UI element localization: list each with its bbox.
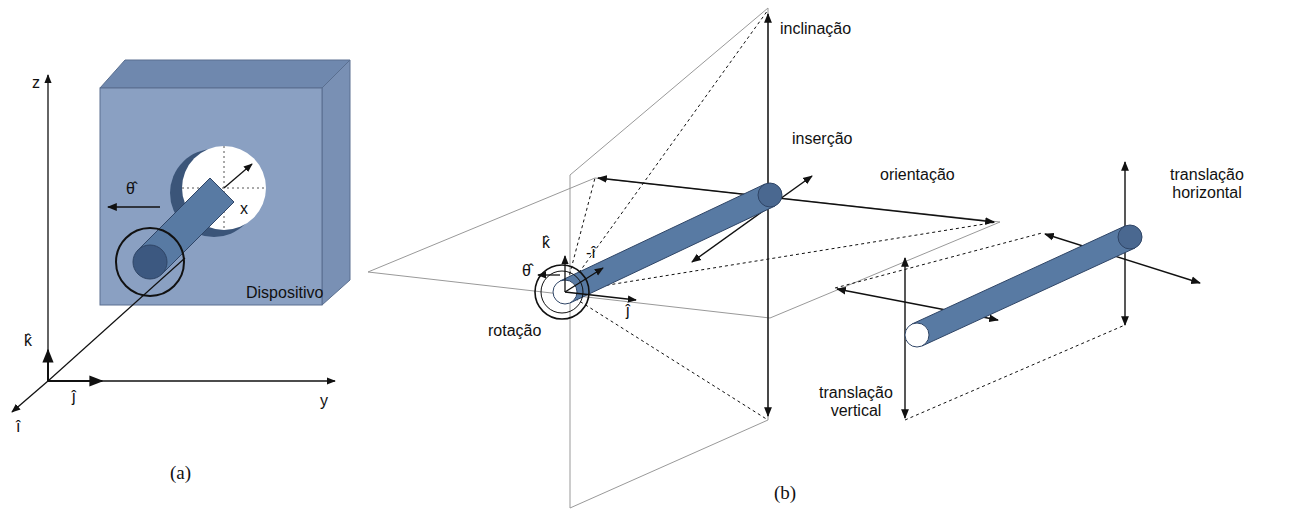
- motion-arrows: [598, 14, 1200, 418]
- axis-label: -î: [584, 244, 598, 262]
- axis-label: î: [14, 418, 22, 436]
- axis-label: ĵ: [70, 388, 78, 406]
- axis-label: translação horizontal: [1150, 166, 1264, 203]
- range-lines: [565, 10, 1125, 420]
- axis-label: θ̂: [124, 180, 137, 198]
- panel-label: (b): [772, 482, 798, 504]
- axis-label: inserção: [790, 130, 854, 148]
- rotation-ring: [108, 207, 184, 296]
- axis-label: rotação: [486, 322, 543, 340]
- axis-label: θ̂: [520, 262, 533, 280]
- axis-label: ĵ: [624, 302, 632, 320]
- frame-vectors: [535, 256, 636, 319]
- axis-label: x: [238, 200, 250, 218]
- reference-planes: [368, 8, 1000, 508]
- axes: [12, 75, 335, 412]
- axis-label: orientação: [878, 166, 957, 184]
- probe-cylinder: [553, 183, 1142, 347]
- panel-label: (a): [168, 462, 193, 484]
- axis-label: Dispositivo: [244, 284, 325, 302]
- device-box: [100, 60, 350, 305]
- axis-label: inclinação: [778, 20, 853, 38]
- axis-label: z: [30, 74, 42, 92]
- insertion-axis: [48, 258, 185, 381]
- axis-label: translação vertical: [812, 384, 900, 421]
- axis-label: y: [318, 392, 330, 410]
- axis-label: k̂: [22, 332, 34, 350]
- axis-label: k̂: [540, 234, 552, 252]
